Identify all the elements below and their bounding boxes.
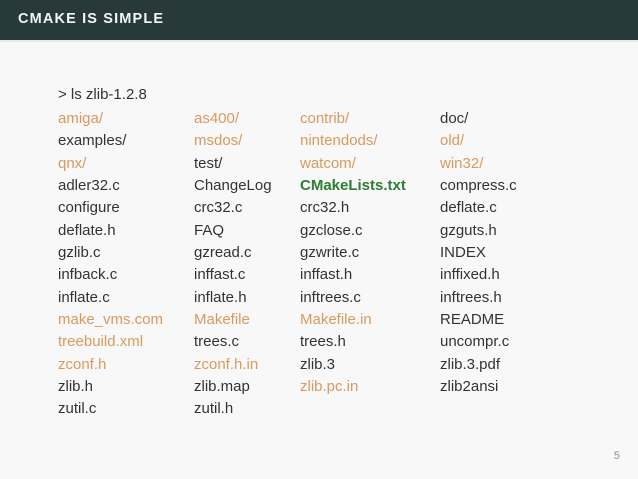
file-entry: inffast.c (194, 266, 246, 284)
file-entry: make_vms.com (58, 311, 164, 329)
file-entry: gzlib.c (58, 244, 101, 262)
slide-footer: 5 (0, 442, 638, 479)
file-entry: inftrees.c (300, 288, 361, 306)
file-entry: as400/ (194, 110, 240, 127)
file-entry: amiga/ (58, 110, 104, 127)
file-entry: examples/ (58, 132, 127, 150)
file-entry: nintendods/ (300, 132, 378, 150)
file-entry: zlib.h (58, 378, 94, 396)
file-entry: inffixed.h (440, 266, 500, 284)
file-entry: zlib2ansi (440, 378, 499, 396)
file-entry: infback.c (58, 266, 118, 284)
file-entry: configure (58, 199, 120, 217)
file-entry: win32/ (440, 154, 484, 172)
file-entry: gzclose.c (300, 221, 363, 239)
file-entry: zlib.map (194, 378, 250, 396)
page-title: CMAKE IS SIMPLE (18, 11, 165, 27)
file-entry: CMakeLists.txt (300, 177, 406, 195)
file-entry: INDEX (440, 244, 486, 262)
file-entry: deflate.h (58, 221, 116, 239)
file-entry: zconf.h.in (194, 355, 259, 373)
file-entry: gzread.c (194, 244, 252, 262)
file-entry: Makefile (194, 311, 250, 329)
file-entry: gzguts.h (440, 221, 497, 239)
file-listing-column: contrib/nintendods/watcom/CMakeLists.txt… (300, 108, 440, 398)
file-entry: msdos/ (194, 132, 243, 150)
file-entry: zutil.c (58, 400, 97, 418)
file-entry: doc/ (440, 110, 469, 127)
file-entry: contrib/ (300, 110, 350, 127)
file-entry: zlib.3.pdf (440, 355, 501, 373)
file-entry: compress.c (440, 177, 517, 195)
file-entry: FAQ (194, 221, 225, 239)
slide-header: CMAKE IS SIMPLE (0, 0, 638, 42)
file-entry: zconf.h (58, 355, 107, 373)
file-entry: test/ (194, 154, 223, 172)
file-entry: uncompr.c (440, 333, 510, 351)
terminal-output: > ls zlib-1.2.8 amiga/examples/qnx/adler… (0, 42, 638, 442)
file-listing-column: doc/old/win32/compress.c deflate.c gzguts.… (440, 108, 590, 398)
file-entry: Makefile.in (300, 311, 372, 329)
page-number: 5 (613, 450, 620, 462)
file-entry: gzwrite.c (300, 244, 360, 262)
file-entry: crc32.c (194, 199, 243, 217)
file-entry: README (440, 311, 505, 329)
file-entry: old/ (440, 132, 465, 150)
file-entry: trees.h (300, 333, 346, 351)
file-entry: qnx/ (58, 154, 87, 172)
file-entry: zutil.h (194, 400, 234, 418)
file-entry: adler32.c (58, 177, 120, 195)
file-entry: watcom/ (300, 154, 356, 172)
file-entry: zlib.3 (300, 355, 336, 373)
shell-prompt-line: > ls zlib-1.2.8 (58, 86, 147, 103)
file-entry: inflate.c (58, 288, 110, 306)
file-entry: ChangeLog (194, 177, 272, 195)
file-entry: crc32.h (300, 199, 350, 217)
file-entry: deflate.c (440, 199, 497, 217)
file-listing-column: amiga/examples/qnx/adler32.c configure def… (58, 108, 194, 421)
file-entry: trees.c (194, 333, 240, 351)
file-entry: treebuild.xml (58, 333, 144, 351)
file-entry: zlib.pc.in (300, 378, 359, 396)
file-entry: inftrees.h (440, 288, 502, 306)
file-entry: inffast.h (300, 266, 353, 284)
file-entry: inflate.h (194, 288, 247, 306)
